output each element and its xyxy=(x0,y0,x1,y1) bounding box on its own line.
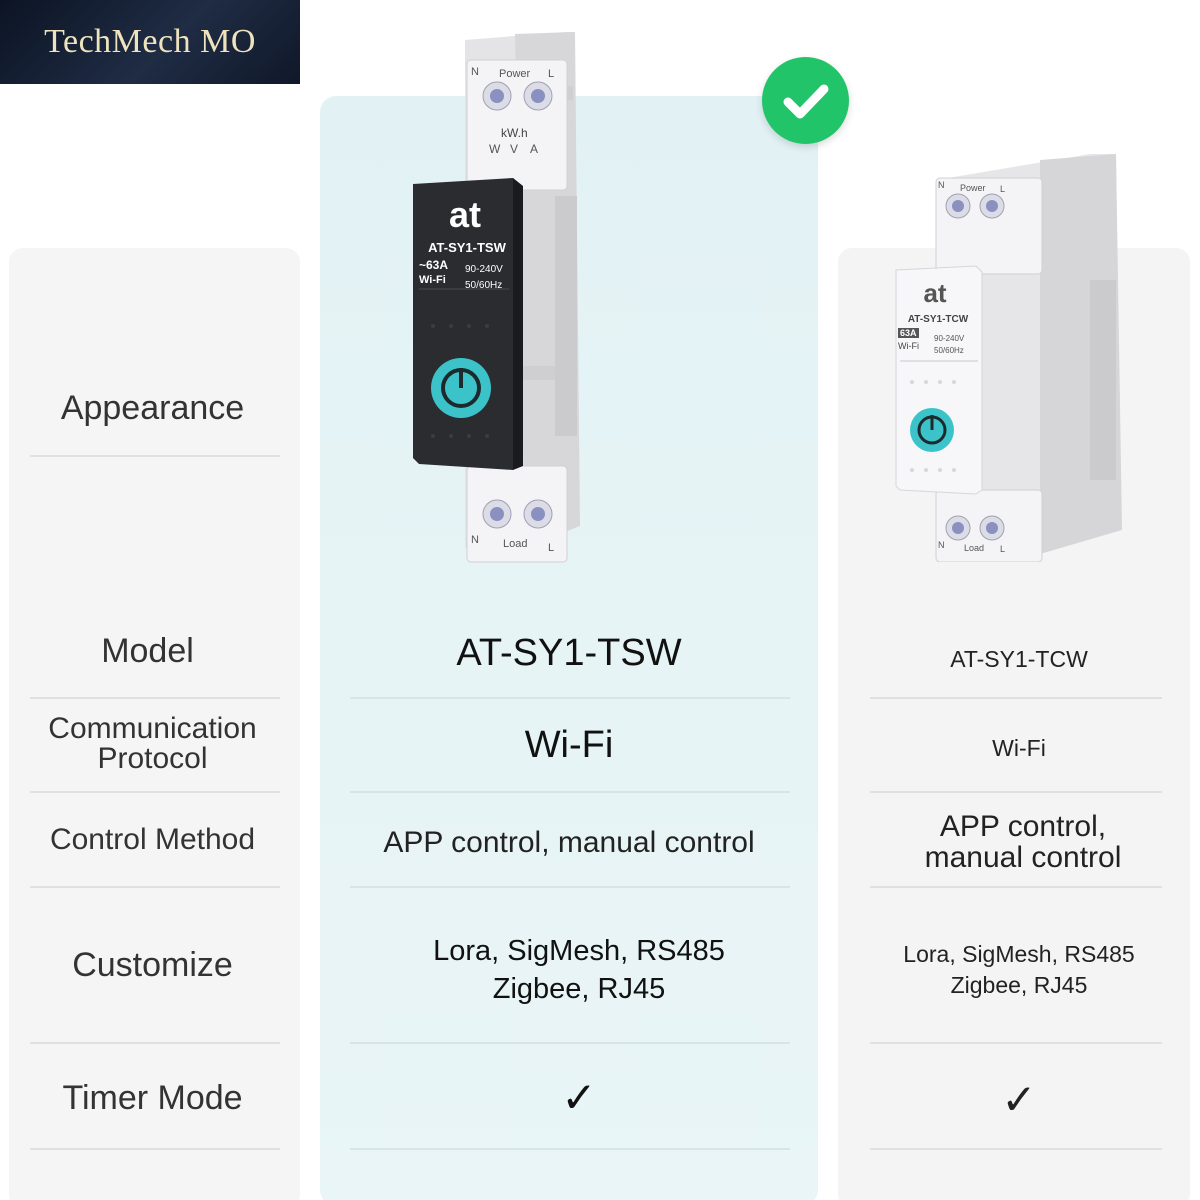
terminal-power: Power xyxy=(499,68,531,80)
customize-line: Zigbee, RJ45 xyxy=(950,972,1088,998)
terminal-n-bottom: N xyxy=(938,540,945,550)
control-method-line: APP control, xyxy=(939,810,1107,843)
meter-unit-v: V xyxy=(510,142,519,156)
device-voltage: 90-240V xyxy=(465,264,503,275)
device-logo: at xyxy=(448,194,481,235)
secondary-customize-value: Lora, SigMesh, RS485 Zigbee, RJ45 xyxy=(848,930,1190,1010)
primary-model-value: AT-SY1-TSW xyxy=(456,631,682,674)
meter-unit-w: W xyxy=(489,142,501,156)
row-label-line: Protocol xyxy=(97,742,208,775)
terminal-n-top: N xyxy=(938,180,945,190)
row-divider xyxy=(870,1148,1162,1150)
brand-name: TechMech MO xyxy=(44,23,256,60)
primary-control-method-value: APP control, manual control xyxy=(383,826,755,859)
row-divider xyxy=(30,697,280,699)
device-rating: ~63A xyxy=(419,258,449,272)
terminal-load: Load xyxy=(503,538,528,550)
row-divider xyxy=(30,886,280,888)
feature-label-column xyxy=(9,248,300,1200)
device-voltage: 90-240V xyxy=(934,334,965,343)
row-label-control-method: Control Method xyxy=(49,823,256,856)
terminal-l-top: L xyxy=(1000,184,1006,194)
row-divider xyxy=(350,1148,790,1150)
row-label-customize: Customize xyxy=(72,946,233,984)
row-label-model: Model xyxy=(101,632,194,670)
terminal-l-bottom: L xyxy=(548,542,555,554)
device-network: Wi-Fi xyxy=(419,274,446,286)
device-network: Wi-Fi xyxy=(898,341,919,351)
meter-unit-a: A xyxy=(530,142,539,156)
device-model-label: AT-SY1-TCW xyxy=(907,314,969,325)
device-frequency: 50/60Hz xyxy=(465,280,503,291)
customize-line: Zigbee, RJ45 xyxy=(492,973,666,1005)
device-frequency: 50/60Hz xyxy=(934,346,964,355)
row-divider xyxy=(870,791,1162,793)
terminal-n-bottom: N xyxy=(471,534,479,546)
row-label-line: Communication xyxy=(48,712,257,745)
row-divider xyxy=(350,886,790,888)
device-logo: at xyxy=(923,278,947,308)
customize-line: Lora, SigMesh, RS485 xyxy=(433,935,725,967)
primary-protocol-value: Wi-Fi xyxy=(524,723,614,766)
row-label-appearance: Appearance xyxy=(60,389,245,427)
row-label-timer-mode: Timer Mode xyxy=(62,1079,243,1117)
device-model-label: AT-SY1-TSW xyxy=(428,240,506,255)
brand-logo: TechMech MO xyxy=(0,0,300,84)
primary-customize-value: Lora, SigMesh, RS485 Zigbee, RJ45 xyxy=(330,920,828,1020)
terminal-l-bottom: L xyxy=(1000,544,1006,554)
secondary-protocol-value: Wi-Fi xyxy=(992,734,1046,761)
check-circle-icon xyxy=(762,57,849,144)
terminal-l-top: L xyxy=(548,68,555,80)
row-divider xyxy=(30,1148,280,1150)
row-divider xyxy=(30,1042,280,1044)
row-divider xyxy=(350,697,790,699)
secondary-control-method-value: APP control, manual control xyxy=(852,802,1194,882)
terminal-n-top: N xyxy=(471,66,479,78)
primary-timer-mode-check: ✓ xyxy=(561,1072,597,1122)
secondary-timer-mode-check: ✓ xyxy=(1001,1074,1037,1124)
control-method-line: manual control xyxy=(924,841,1122,874)
row-divider xyxy=(870,697,1162,699)
meter-label: kW.h xyxy=(501,126,528,140)
row-divider xyxy=(870,886,1162,888)
row-divider xyxy=(350,1042,790,1044)
row-divider xyxy=(870,1042,1162,1044)
row-divider xyxy=(30,455,280,457)
row-divider xyxy=(350,791,790,793)
primary-device-image: at AT-SY1-TSW ~63A Wi-Fi 90-240V 50/60Hz… xyxy=(405,26,585,566)
row-divider xyxy=(30,791,280,793)
device-rating: 63A xyxy=(898,328,919,338)
secondary-model-value: AT-SY1-TCW xyxy=(950,645,1088,672)
row-label-communication-protocol: Communication Protocol xyxy=(20,704,285,784)
terminal-load: Load xyxy=(964,543,985,553)
customize-line: Lora, SigMesh, RS485 xyxy=(903,941,1135,967)
secondary-device-image: at AT-SY1-TCW 63A Wi-Fi 90-240V 50/60Hz … xyxy=(890,150,1130,563)
terminal-power: Power xyxy=(960,183,986,193)
